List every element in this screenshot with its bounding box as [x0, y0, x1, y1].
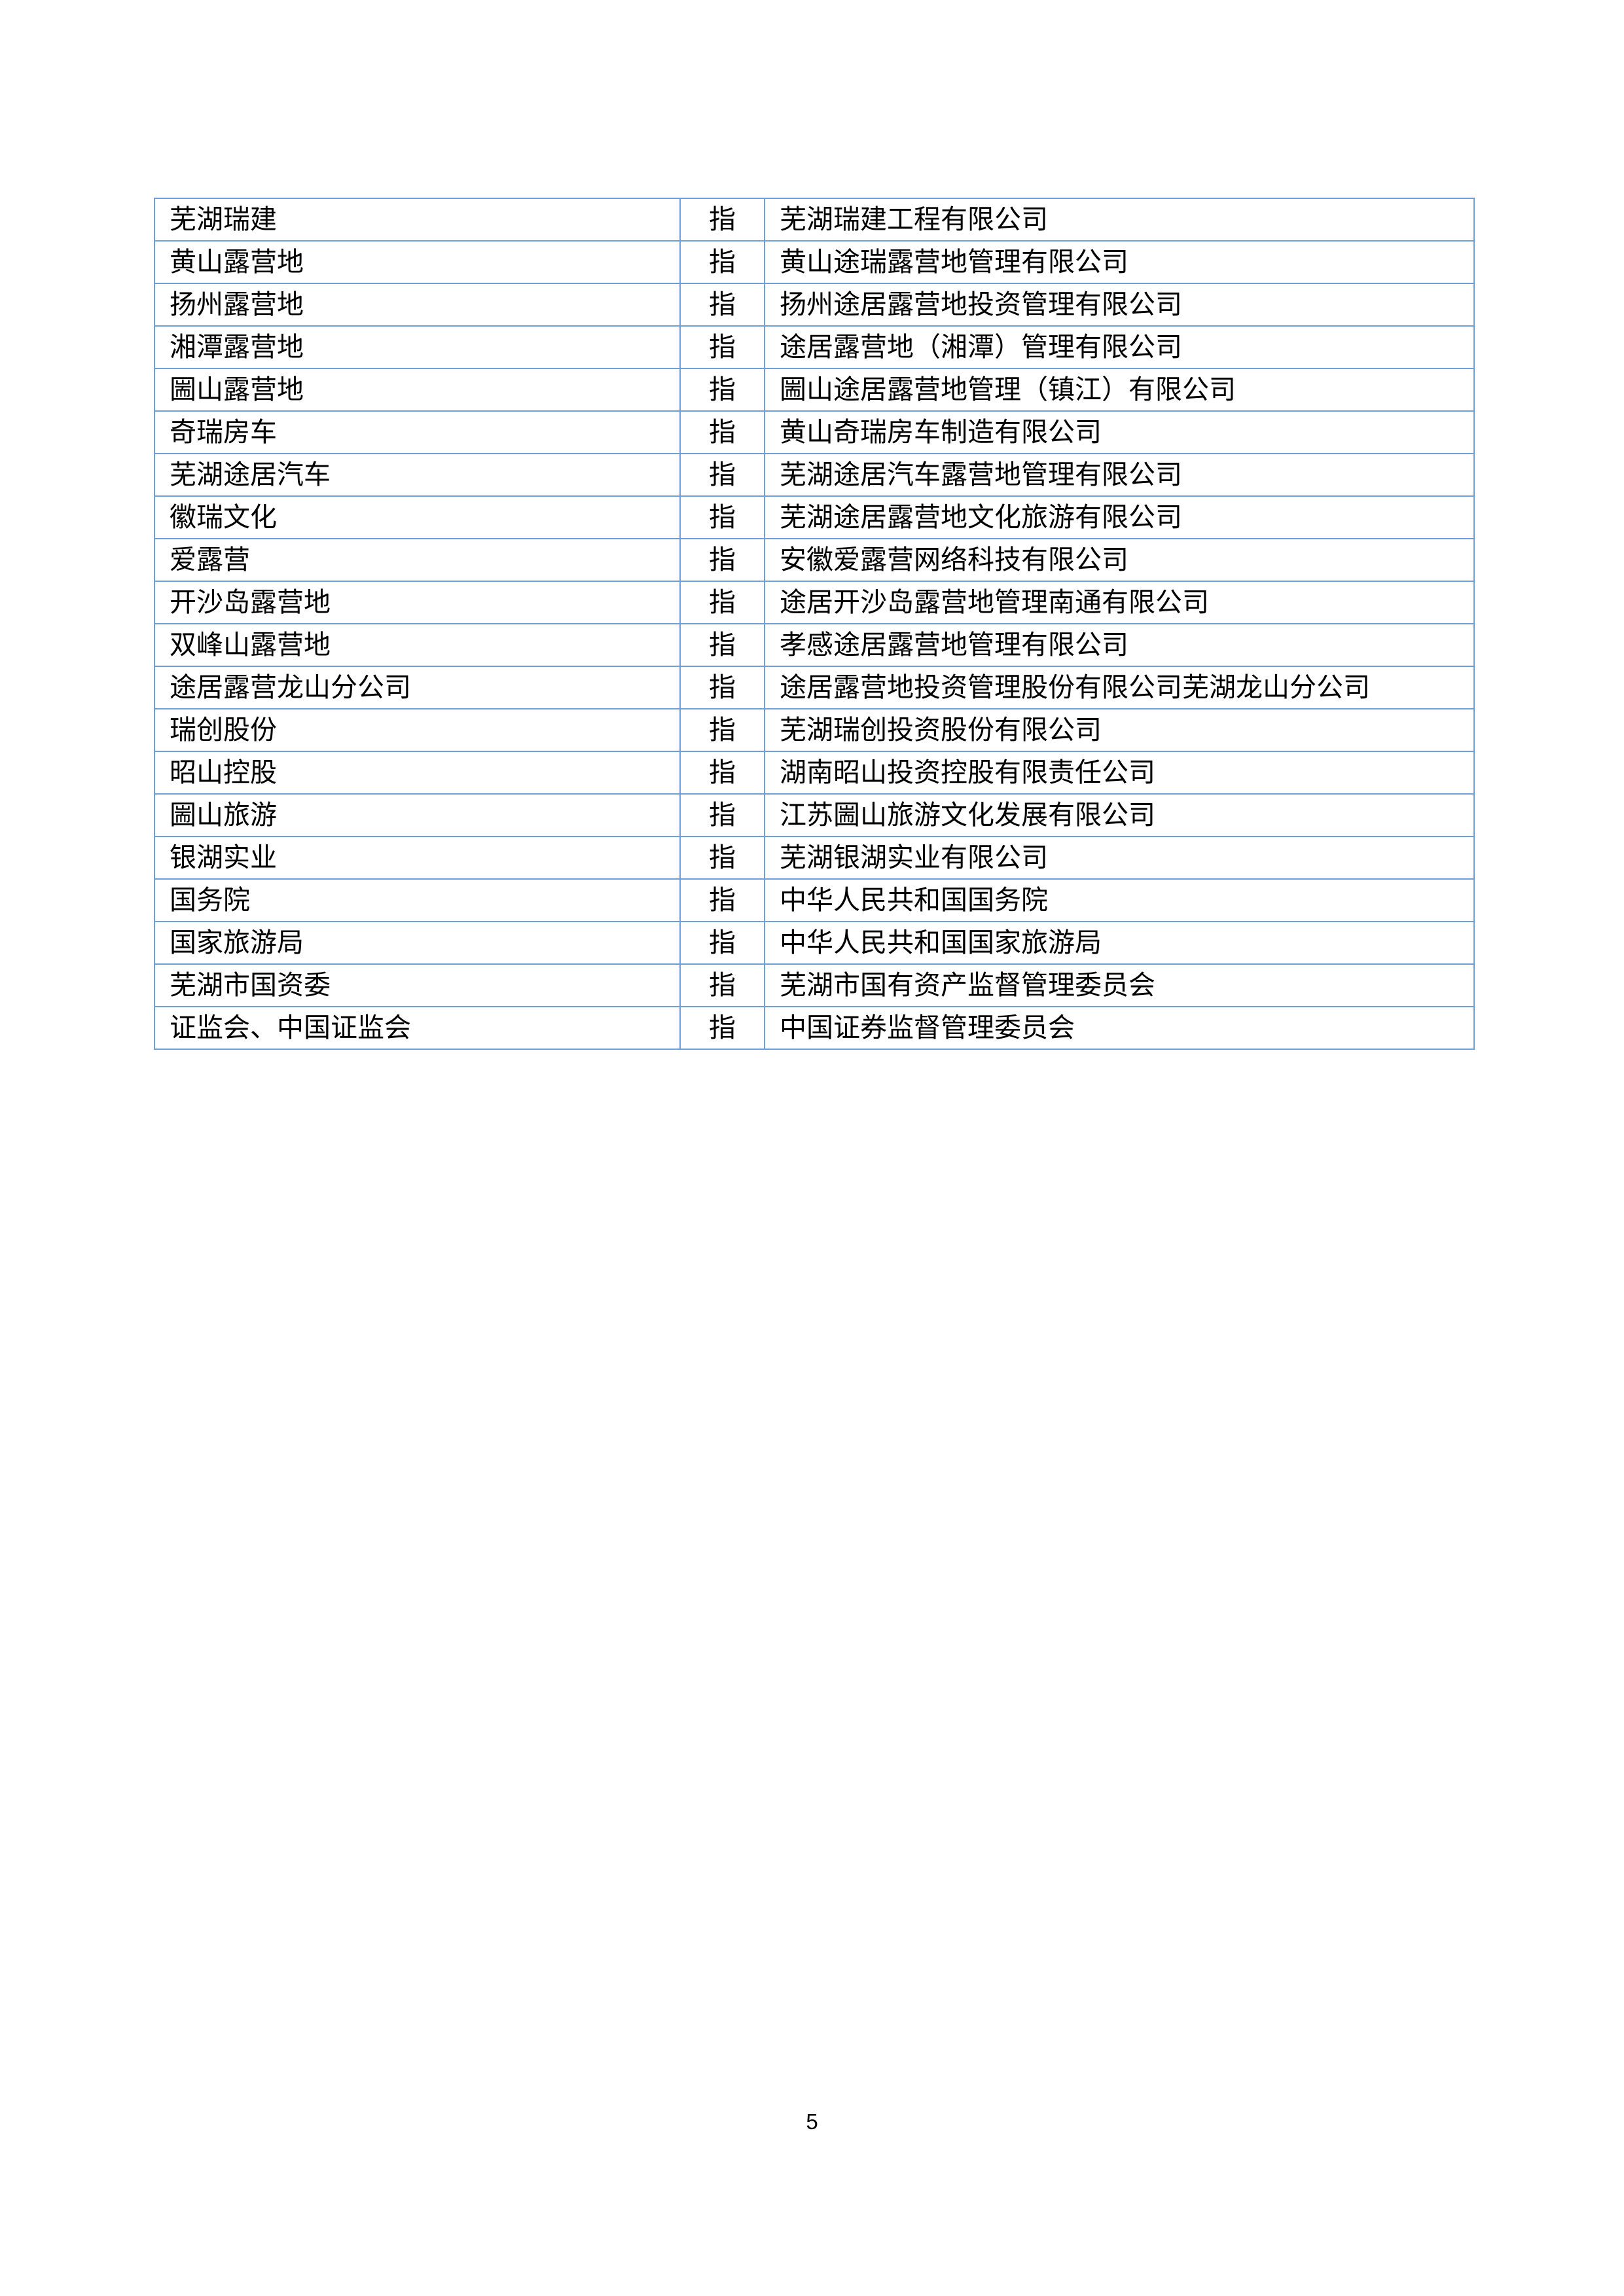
- term-cell: 双峰山露营地: [154, 623, 681, 667]
- definition-cell: 扬州途居露营地投资管理有限公司: [764, 283, 1475, 327]
- relation-cell: 指: [679, 708, 765, 752]
- relation-cell: 指: [679, 836, 765, 880]
- term-cell: 开沙岛露营地: [154, 581, 681, 624]
- definition-cell: 圌山途居露营地管理（镇江）有限公司: [764, 368, 1475, 412]
- relation-cell: 指: [679, 623, 765, 667]
- term-cell: 芜湖途居汽车: [154, 453, 681, 497]
- relation-cell: 指: [679, 751, 765, 795]
- definition-cell: 芜湖瑞建工程有限公司: [764, 198, 1475, 242]
- table-row: 芜湖瑞建指芜湖瑞建工程有限公司: [154, 198, 1475, 242]
- definition-cell: 芜湖市国有资产监督管理委员会: [764, 963, 1475, 1007]
- relation-cell: 指: [679, 538, 765, 582]
- relation-cell: 指: [679, 410, 765, 454]
- relation-cell: 指: [679, 240, 765, 284]
- table-row: 证监会、中国证监会指中国证券监督管理委员会: [154, 1006, 1475, 1050]
- term-cell: 芜湖瑞建: [154, 198, 681, 242]
- definition-cell: 芜湖途居露营地文化旅游有限公司: [764, 495, 1475, 539]
- relation-cell: 指: [679, 453, 765, 497]
- definitions-table-body: 芜湖瑞建指芜湖瑞建工程有限公司黄山露营地指黄山途瑞露营地管理有限公司扬州露营地指…: [154, 198, 1475, 1050]
- relation-cell: 指: [679, 878, 765, 922]
- definition-cell: 江苏圌山旅游文化发展有限公司: [764, 793, 1475, 837]
- table-row: 芜湖市国资委指芜湖市国有资产监督管理委员会: [154, 963, 1475, 1007]
- term-cell: 国务院: [154, 878, 681, 922]
- definition-cell: 中国证券监督管理委员会: [764, 1006, 1475, 1050]
- table-row: 圌山旅游指江苏圌山旅游文化发展有限公司: [154, 793, 1475, 837]
- definition-cell: 中华人民共和国国家旅游局: [764, 921, 1475, 965]
- definition-cell: 黄山途瑞露营地管理有限公司: [764, 240, 1475, 284]
- relation-cell: 指: [679, 283, 765, 327]
- relation-cell: 指: [679, 368, 765, 412]
- relation-cell: 指: [679, 921, 765, 965]
- table-row: 芜湖途居汽车指芜湖途居汽车露营地管理有限公司: [154, 453, 1475, 497]
- table-row: 扬州露营地指扬州途居露营地投资管理有限公司: [154, 283, 1475, 327]
- term-cell: 湘潭露营地: [154, 325, 681, 369]
- term-cell: 爱露营: [154, 538, 681, 582]
- term-cell: 圌山露营地: [154, 368, 681, 412]
- definition-cell: 孝感途居露营地管理有限公司: [764, 623, 1475, 667]
- term-cell: 扬州露营地: [154, 283, 681, 327]
- table-row: 昭山控股指湖南昭山投资控股有限责任公司: [154, 751, 1475, 795]
- table-row: 银湖实业指芜湖银湖实业有限公司: [154, 836, 1475, 880]
- term-cell: 证监会、中国证监会: [154, 1006, 681, 1050]
- table-row: 圌山露营地指圌山途居露营地管理（镇江）有限公司: [154, 368, 1475, 412]
- definition-cell: 芜湖途居汽车露营地管理有限公司: [764, 453, 1475, 497]
- term-cell: 银湖实业: [154, 836, 681, 880]
- definition-cell: 安徽爱露营网络科技有限公司: [764, 538, 1475, 582]
- page-number: 5: [806, 2109, 818, 2134]
- relation-cell: 指: [679, 666, 765, 709]
- term-cell: 圌山旅游: [154, 793, 681, 837]
- table-row: 开沙岛露营地指途居开沙岛露营地管理南通有限公司: [154, 581, 1475, 624]
- term-cell: 昭山控股: [154, 751, 681, 795]
- term-cell: 途居露营龙山分公司: [154, 666, 681, 709]
- definition-cell: 黄山奇瑞房车制造有限公司: [764, 410, 1475, 454]
- term-cell: 徽瑞文化: [154, 495, 681, 539]
- definition-cell: 中华人民共和国国务院: [764, 878, 1475, 922]
- definition-cell: 湖南昭山投资控股有限责任公司: [764, 751, 1475, 795]
- relation-cell: 指: [679, 1006, 765, 1050]
- relation-cell: 指: [679, 963, 765, 1007]
- term-cell: 瑞创股份: [154, 708, 681, 752]
- table-row: 国务院指中华人民共和国国务院: [154, 878, 1475, 922]
- definition-cell: 途居开沙岛露营地管理南通有限公司: [764, 581, 1475, 624]
- table-row: 瑞创股份指芜湖瑞创投资股份有限公司: [154, 708, 1475, 752]
- relation-cell: 指: [679, 198, 765, 242]
- term-cell: 奇瑞房车: [154, 410, 681, 454]
- definitions-table: 芜湖瑞建指芜湖瑞建工程有限公司黄山露营地指黄山途瑞露营地管理有限公司扬州露营地指…: [154, 198, 1475, 1050]
- table-row: 黄山露营地指黄山途瑞露营地管理有限公司: [154, 240, 1475, 284]
- definition-cell: 途居露营地（湘潭）管理有限公司: [764, 325, 1475, 369]
- term-cell: 国家旅游局: [154, 921, 681, 965]
- relation-cell: 指: [679, 325, 765, 369]
- table-row: 湘潭露营地指途居露营地（湘潭）管理有限公司: [154, 325, 1475, 369]
- table-row: 徽瑞文化指芜湖途居露营地文化旅游有限公司: [154, 495, 1475, 539]
- relation-cell: 指: [679, 793, 765, 837]
- relation-cell: 指: [679, 495, 765, 539]
- table-row: 双峰山露营地指孝感途居露营地管理有限公司: [154, 623, 1475, 667]
- definition-cell: 芜湖银湖实业有限公司: [764, 836, 1475, 880]
- term-cell: 黄山露营地: [154, 240, 681, 284]
- definition-cell: 芜湖瑞创投资股份有限公司: [764, 708, 1475, 752]
- relation-cell: 指: [679, 581, 765, 624]
- definition-cell: 途居露营地投资管理股份有限公司芜湖龙山分公司: [764, 666, 1475, 709]
- table-row: 国家旅游局指中华人民共和国国家旅游局: [154, 921, 1475, 965]
- table-row: 奇瑞房车指黄山奇瑞房车制造有限公司: [154, 410, 1475, 454]
- term-cell: 芜湖市国资委: [154, 963, 681, 1007]
- table-row: 途居露营龙山分公司指途居露营地投资管理股份有限公司芜湖龙山分公司: [154, 666, 1475, 709]
- table-row: 爱露营指安徽爱露营网络科技有限公司: [154, 538, 1475, 582]
